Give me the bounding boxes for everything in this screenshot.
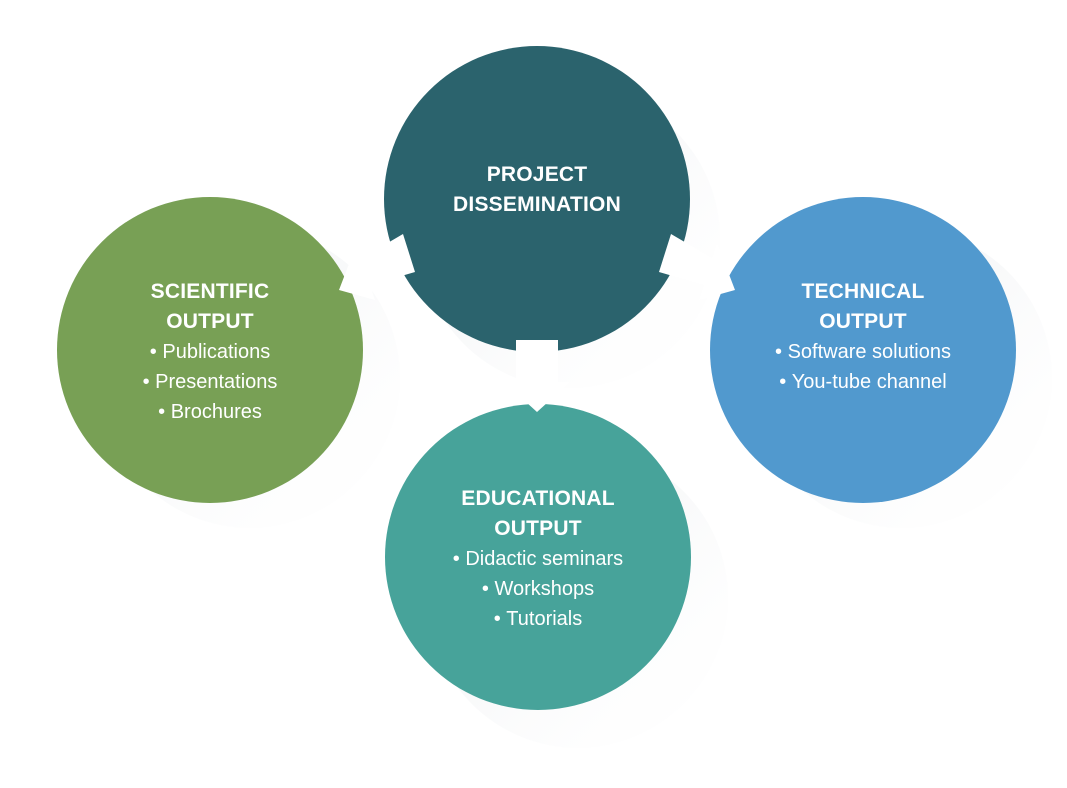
center-label: PROJECT DISSEMINATION xyxy=(387,160,687,220)
center-circle xyxy=(384,46,690,352)
technical-output-list: Software solutions You-tube channel xyxy=(710,337,1016,397)
list-item: Presentations xyxy=(60,367,360,397)
scientific-label: SCIENTIFIC OUTPUT Publications Presentat… xyxy=(60,277,360,427)
scientific-output-list: Publications Presentations Brochures xyxy=(60,337,360,427)
arrow-to-scientific xyxy=(339,234,415,300)
technical-title-line2: OUTPUT xyxy=(819,310,907,333)
list-item: Publications xyxy=(60,337,360,367)
list-item: Brochures xyxy=(60,397,360,427)
center-title-line1: PROJECT xyxy=(486,163,588,186)
list-item: Tutorials xyxy=(388,604,688,634)
arrow-to-educational xyxy=(504,340,570,412)
educational-label: EDUCATIONAL OUTPUT Didactic seminars Wor… xyxy=(388,484,688,634)
list-item: You-tube channel xyxy=(710,367,1016,397)
list-item: Didactic seminars xyxy=(388,544,688,574)
scientific-title-line2: OUTPUT xyxy=(166,310,254,333)
educational-output-list: Didactic seminars Workshops Tutorials xyxy=(388,544,688,634)
educational-title-line2: OUTPUT xyxy=(494,517,582,540)
arrow-to-technical xyxy=(659,234,735,300)
list-item: Software solutions xyxy=(710,337,1016,367)
technical-label: TECHNICAL OUTPUT Software solutions You-… xyxy=(710,277,1016,397)
technical-title-line1: TECHNICAL xyxy=(801,280,925,303)
educational-title-line1: EDUCATIONAL xyxy=(461,487,615,510)
center-title-line2: DISSEMINATION xyxy=(453,193,621,216)
scientific-title-line1: SCIENTIFIC xyxy=(150,280,270,303)
list-item: Workshops xyxy=(388,574,688,604)
